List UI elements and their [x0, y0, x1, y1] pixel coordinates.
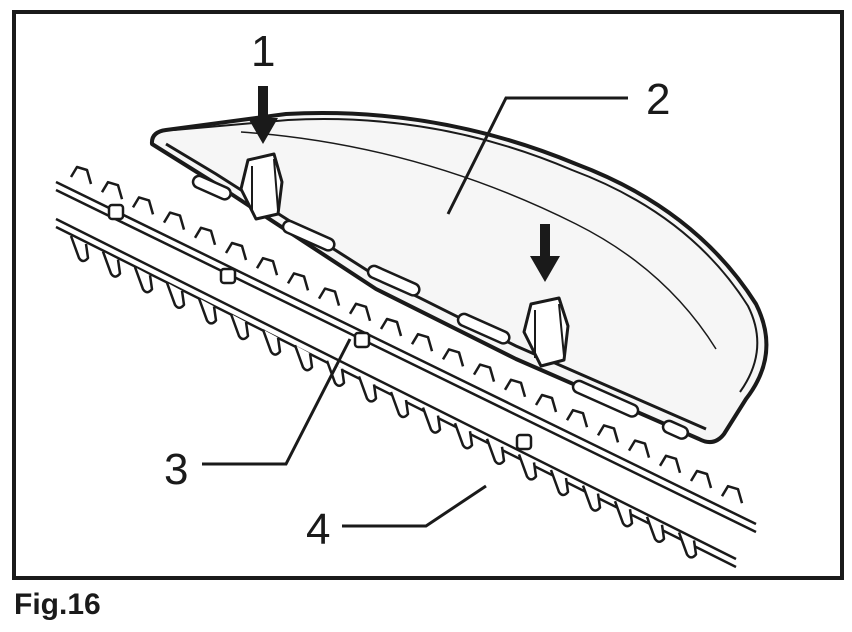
blade-tooth-upper — [131, 196, 155, 215]
blade-bar-edge — [55, 180, 757, 526]
cover-slot — [281, 219, 336, 252]
blade-tooth-lower — [677, 531, 698, 559]
blade-tooth-lower — [389, 391, 410, 419]
callout-3: 3 — [164, 445, 188, 494]
blade-tooth-upper — [720, 484, 744, 504]
hedge-trimmer-blade — [55, 165, 757, 569]
blade-cover-body — [149, 111, 769, 445]
blade-tooth-lower — [325, 360, 346, 388]
blade-tooth-lower — [645, 516, 666, 544]
blade-tooth-upper — [317, 287, 341, 306]
blade-tooth-upper — [503, 378, 527, 398]
blade-tooth-upper — [255, 256, 279, 276]
cover-slot — [366, 264, 421, 297]
blade-tooth-upper — [441, 348, 465, 367]
blade-tooth-upper — [658, 454, 682, 474]
blade-tooth-upper — [534, 393, 558, 413]
blade-tooth-lower — [133, 266, 154, 294]
blade-tooth-lower — [69, 235, 90, 263]
blade-tooth-lower — [517, 453, 538, 481]
blade-tooth-upper — [689, 469, 713, 489]
cover-slots — [191, 174, 690, 440]
blade-tooth-lower — [197, 297, 218, 325]
cover-slot — [571, 379, 640, 418]
blade-tooth-lower — [581, 485, 602, 512]
cover-clip-left — [239, 152, 284, 221]
figure-caption: Fig.16 — [14, 588, 101, 621]
blade-tooth-lower — [613, 500, 634, 528]
arrow-down-icon-right — [530, 224, 560, 282]
blade-tooth-upper — [565, 408, 589, 428]
blade-tooth-lower — [357, 375, 378, 403]
cover-slot — [456, 312, 511, 345]
blade-tooth-upper — [193, 226, 217, 246]
blade-tooth-lower — [101, 251, 122, 278]
leader-line-3 — [202, 338, 352, 466]
blade-tooth-upper — [286, 272, 310, 291]
blade-tooth-lower — [293, 344, 314, 372]
blade-tooth-lower — [229, 313, 250, 341]
leader-line-4 — [342, 484, 487, 528]
blade-bar-edge — [55, 217, 737, 561]
blade-tooth-lower — [453, 422, 474, 450]
blade-tooth-upper — [224, 241, 248, 261]
blade-cover-rim — [173, 118, 759, 393]
cover-slot — [661, 419, 690, 440]
blade-tooth-lower — [485, 438, 506, 466]
cover-clip-right — [522, 296, 570, 368]
blade-bolt — [353, 331, 371, 349]
callout-1: 1 — [251, 27, 275, 76]
blade-tooth-upper — [348, 302, 372, 322]
blade-bolt — [515, 433, 533, 451]
figure-frame: 1 2 3 4 — [12, 10, 844, 580]
blade-bar-edge — [55, 188, 757, 534]
blade-cover — [149, 111, 769, 445]
blade-tooth-upper — [410, 332, 434, 352]
blade-tooth-lower — [261, 329, 282, 356]
blade-tooth-lower — [549, 469, 570, 497]
blade-tooth-upper — [627, 439, 651, 458]
blade-tooth-upper — [472, 363, 496, 382]
blade-bolt — [219, 267, 237, 285]
blade-tooth-upper — [596, 424, 620, 443]
illustration: 1 2 3 4 — [55, 27, 769, 569]
blade-tooth-upper — [162, 211, 186, 230]
arrow-down-icon-left — [248, 86, 278, 144]
blade-tooth-lower — [165, 282, 186, 310]
blade-tooth-upper — [379, 317, 403, 337]
blade-tooth-lower — [421, 407, 442, 434]
callout-4: 4 — [306, 505, 330, 554]
blade-cover-fold — [240, 131, 717, 350]
callout-2: 2 — [646, 75, 670, 124]
blade-tooth-upper — [69, 165, 93, 185]
blade-bolt — [107, 203, 125, 221]
leader-line-2 — [446, 96, 628, 215]
blade-tooth-upper — [100, 180, 124, 200]
cover-slot — [191, 174, 232, 201]
